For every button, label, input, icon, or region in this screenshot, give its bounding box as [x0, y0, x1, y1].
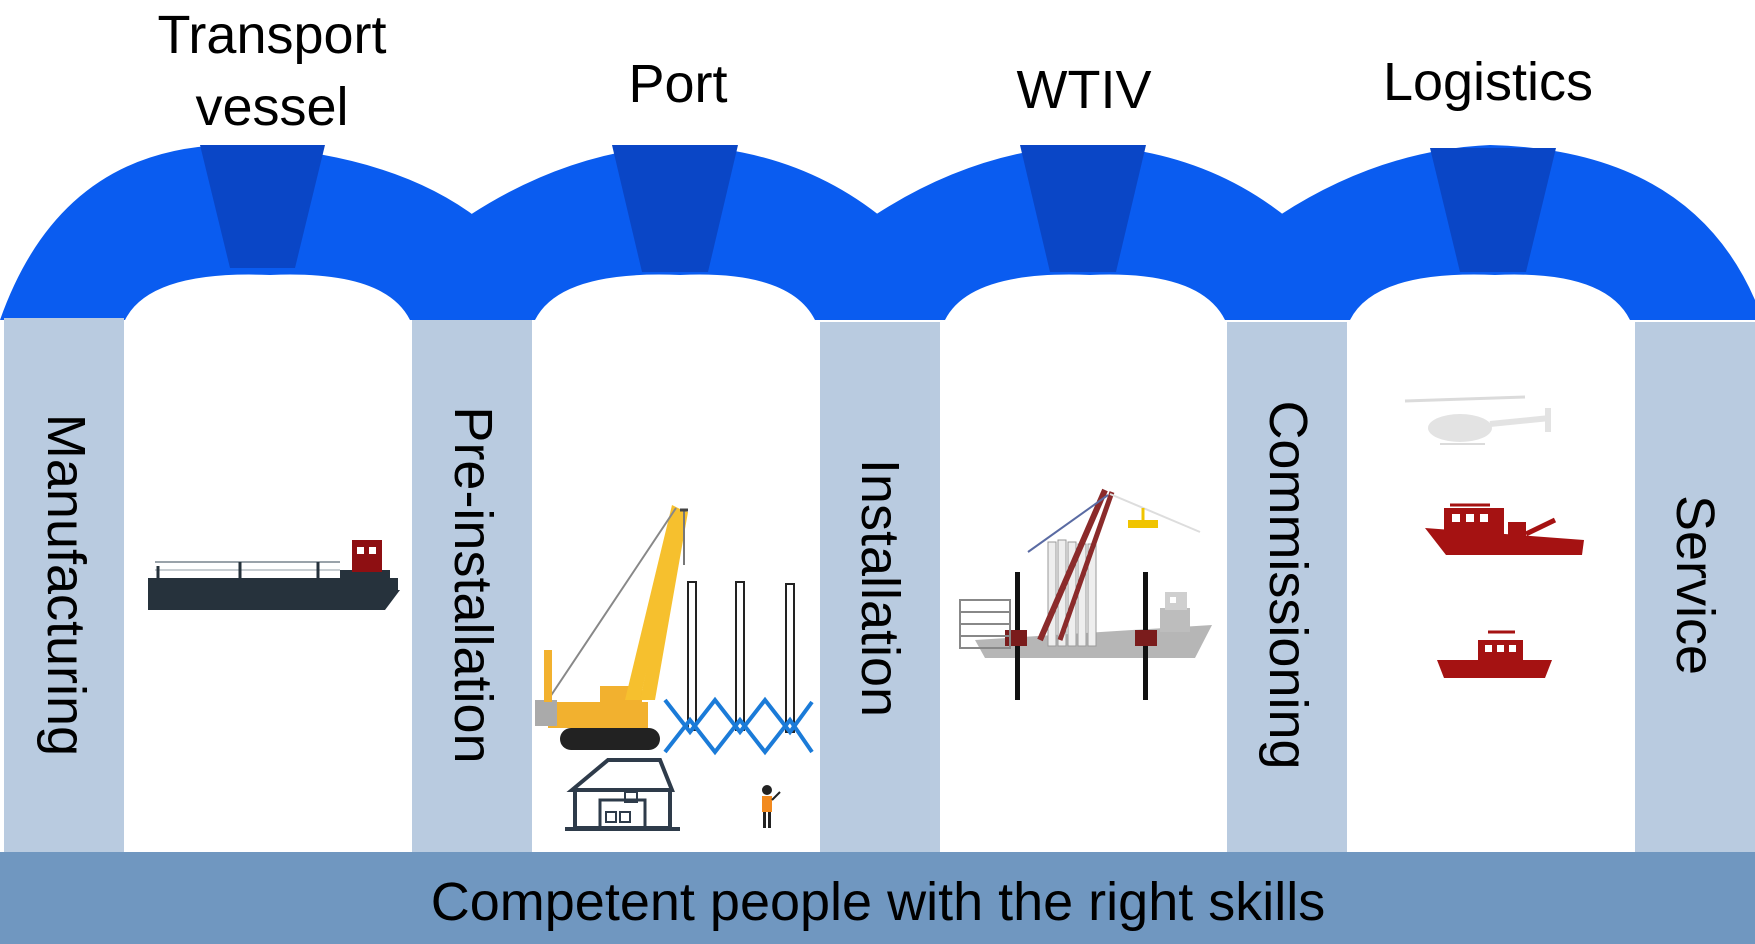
label-transport-line2: vessel: [195, 77, 348, 137]
keystone-4: [1430, 148, 1556, 272]
label-port: Port: [628, 54, 727, 114]
arch-band: [0, 145, 1755, 320]
label-wtiv: WTIV: [1017, 60, 1152, 120]
keystone-2: [612, 145, 738, 272]
monopile-icon: [663, 581, 814, 756]
label-logistics: Logistics: [1383, 52, 1593, 112]
small-vessel-icon: [1437, 630, 1552, 678]
ctv-vessel-icon: [1425, 503, 1584, 555]
label-transport-line1: Transport: [157, 5, 386, 65]
label-installation: Installation: [850, 459, 910, 717]
pillars: [4, 318, 1755, 853]
label-manufacturing: Manufacturing: [36, 414, 96, 756]
pillar-service: [1635, 322, 1755, 853]
pillar-commissioning: [1227, 322, 1347, 853]
label-pre-installation: Pre-installation: [443, 406, 503, 763]
helicopter-icon: [1404, 395, 1551, 445]
warehouse-icon: [565, 758, 680, 831]
pillar-manufacturing: [4, 318, 124, 853]
pillar-pre-installation: [412, 320, 532, 853]
pillar-installation: [820, 322, 940, 853]
jackup-vessel-icon: [959, 488, 1212, 700]
crawler-crane-icon: [535, 505, 688, 750]
barge-icon: [148, 540, 400, 610]
base-bar: [0, 852, 1755, 944]
label-service: Service: [1665, 495, 1725, 675]
keystone-3: [1020, 145, 1146, 272]
worker-icon: [762, 785, 781, 828]
keystone-1: [200, 145, 325, 268]
base-label: Competent people with the right skills: [431, 872, 1325, 932]
label-commissioning: Commissioning: [1258, 400, 1318, 769]
